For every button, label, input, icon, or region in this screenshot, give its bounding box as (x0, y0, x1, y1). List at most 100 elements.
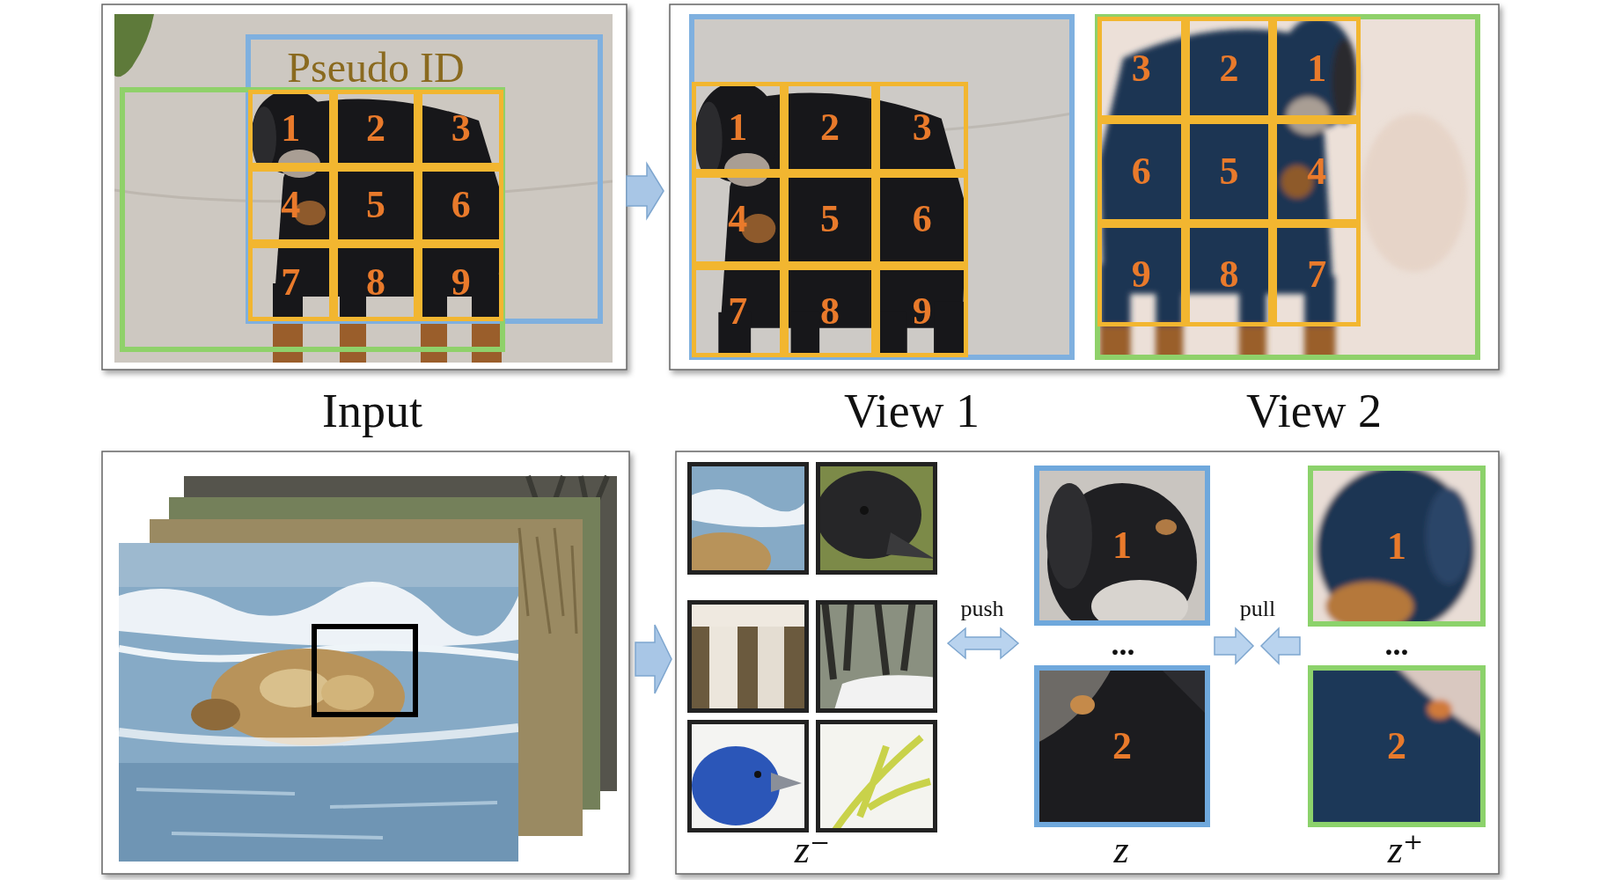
negative-patch-part (687, 600, 809, 713)
positive-patch-photo (1307, 465, 1486, 633)
annotation-label: Pseudo ID (286, 45, 464, 90)
patch-marker (314, 626, 416, 715)
turtle-photo-part (211, 648, 405, 746)
grid-cell: 3 (875, 81, 969, 174)
grid-cell: 9 (1097, 223, 1186, 327)
callout-number: 3 (451, 109, 471, 148)
negative-patch-part (754, 770, 762, 778)
negative-patch (687, 600, 809, 713)
negative-patches (674, 462, 938, 833)
callout-number: 1 (727, 108, 748, 147)
callout-number: 3 (912, 108, 933, 147)
anchor-patch-photo-part (1047, 483, 1197, 642)
grid-cell: 8 (784, 265, 877, 358)
input-photo-part (114, 14, 155, 77)
panel-caption: View 1 (844, 386, 980, 437)
arrow-label: push (960, 596, 1004, 621)
negative-patch (815, 600, 938, 713)
callout-number: 1 (1112, 526, 1132, 566)
anchor-patch-photo-part (1070, 695, 1095, 715)
view-two-photo (1097, 16, 1478, 385)
anchor-patch-photo-part (1046, 483, 1093, 589)
grid-cell: 6 (418, 167, 504, 245)
positive-patch-photo-part (1307, 465, 1486, 633)
panel-frames (102, 4, 1499, 874)
ellipsis-mark: ... (1385, 628, 1410, 662)
positive-patch-photo-part-part (1395, 665, 1486, 736)
callout-number: 2 (1387, 726, 1407, 766)
negative-patch-part (689, 722, 808, 831)
negative-patch (815, 719, 938, 833)
positive-patch-photo-part-part (1427, 699, 1453, 720)
grid-cell: 5 (1185, 119, 1274, 223)
callout-number: 9 (451, 263, 471, 302)
input-photo (114, 14, 613, 365)
turtle-photo-part (259, 668, 331, 708)
negative-patch (687, 719, 809, 833)
grid-cell: 7 (248, 243, 334, 322)
grid-cell: 4 (248, 167, 334, 245)
grid-cell: 5 (333, 167, 419, 245)
grid-cell: 2 (784, 81, 877, 174)
callout-number: 2 (366, 109, 386, 148)
grid-cell: 8 (1185, 223, 1274, 327)
grid-cell: 9 (875, 265, 969, 358)
positive-patch-photo-part (1307, 665, 1486, 828)
turtle-photo-part (118, 543, 519, 862)
negative-patch-part (886, 532, 935, 559)
callout-number: 8 (1218, 255, 1239, 294)
callout-number: 1 (1306, 49, 1327, 89)
panel-caption: View 2 (1246, 386, 1382, 437)
flow-arrow (635, 624, 672, 694)
anchor-patch-photo (1034, 465, 1211, 642)
callout-number: 7 (727, 292, 748, 331)
callout-number: 5 (820, 199, 840, 239)
flow-arrow (626, 163, 664, 219)
pull-arrow (1214, 628, 1254, 664)
negative-patch-part (818, 722, 936, 831)
anchor-patch-photo-part (1157, 665, 1211, 719)
patch-box: 1 (1034, 465, 1211, 626)
turtle-photo-part (321, 675, 375, 711)
grid-cell: 2 (333, 89, 419, 168)
grid-cell: 1 (1272, 16, 1361, 120)
panel-frames-part (675, 451, 1499, 874)
pull-arrow (1261, 628, 1300, 664)
callout-number: 5 (1218, 152, 1239, 191)
view-two-photo-part-part (1099, 16, 1358, 385)
negative-patch (674, 462, 809, 586)
callout-number: 6 (912, 199, 933, 239)
anchor-patch-photo-part (1155, 519, 1177, 536)
crop-box-green (122, 89, 503, 350)
turtle-photo-part (118, 763, 519, 862)
panel-caption: Input (322, 386, 423, 437)
push-arrow (947, 628, 1019, 659)
view-two-photo-part-part (1361, 113, 1468, 272)
callout-number: 4 (1306, 152, 1327, 191)
positive-patch-photo-part-part (1425, 487, 1472, 585)
negative-patch-part (815, 600, 938, 713)
positive-patch-photo-part-part (1316, 465, 1476, 633)
grid-cell: 8 (333, 243, 419, 322)
callout-number: 4 (280, 185, 301, 225)
negative-patch-part (770, 772, 802, 793)
grid-cell: 1 (248, 89, 334, 168)
grid-cell: 3 (418, 89, 504, 168)
grid-cell: 1 (691, 81, 785, 174)
negative-patch-part (833, 675, 938, 713)
symbol-label: z (1113, 829, 1129, 871)
image-stack-part (519, 528, 577, 634)
anchor-patch-photo-part (1034, 665, 1211, 828)
grid-cell: 4 (691, 173, 785, 265)
symbol-label: z⁻ (794, 829, 830, 871)
crop-box-blue (248, 36, 601, 322)
callout-number: 2 (1112, 726, 1132, 766)
callout-number: 5 (366, 185, 386, 225)
ellipsis-mark: ... (1111, 628, 1136, 662)
grid-cell: 5 (784, 173, 877, 265)
image-stack (118, 476, 617, 862)
turtle-photo-part (118, 727, 519, 742)
turtle-photo-part (136, 789, 498, 838)
negative-patch-part (691, 746, 780, 826)
grid-cell: 6 (875, 173, 969, 265)
